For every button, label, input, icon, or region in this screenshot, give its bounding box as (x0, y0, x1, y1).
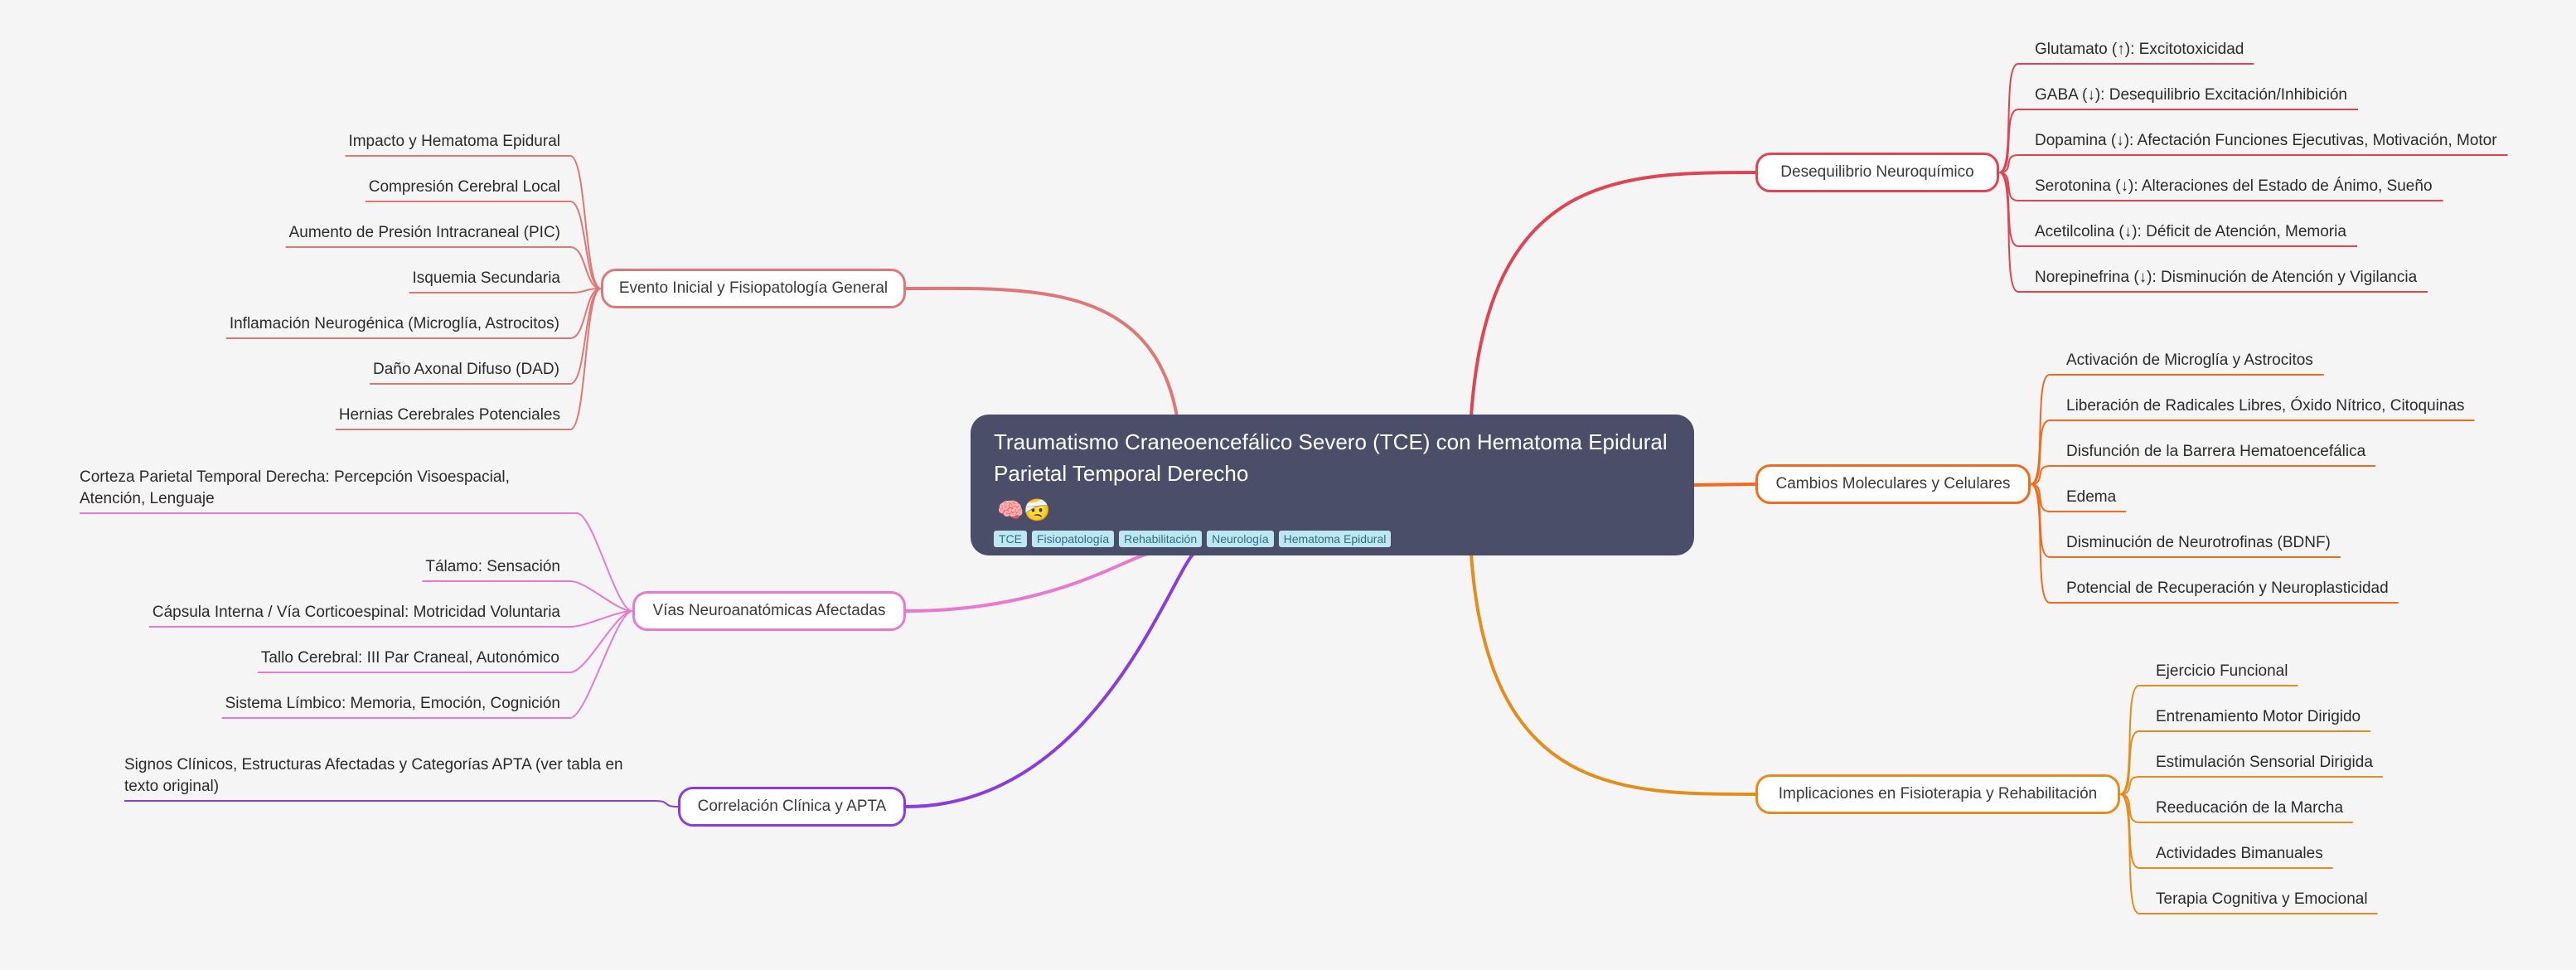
leaf-0-1[interactable]: Compresión Cerebral Local (368, 178, 560, 196)
leaf-2-0[interactable]: Signos Clínicos, Estructuras Afectadas y… (124, 756, 623, 795)
leaf-3-2[interactable]: Dopamina (↓): Afectación Funciones Ejecu… (2035, 132, 2497, 149)
leaf-1-2[interactable]: Cápsula Interna / Vía Corticoespinal: Mo… (152, 604, 560, 621)
leaf-connector-0-1 (569, 201, 602, 289)
leaf-connector-1-1 (569, 580, 633, 612)
leaf-1-4[interactable]: Sistema Límbico: Memoria, Emoción, Cogni… (225, 695, 560, 712)
tag-2[interactable]: Rehabilitación (1119, 531, 1203, 547)
leaf-connector-2-0 (654, 800, 679, 808)
leaf-5-5[interactable]: Terapia Cognitiva y Emocional (2156, 890, 2368, 908)
leaf-4-3[interactable]: Edema (2066, 488, 2117, 506)
root-node[interactable]: Traumatismo Craneoencefálico Severo (TCE… (971, 415, 1694, 555)
leaf-1-3[interactable]: Tallo Cerebral: III Par Craneal, Autonóm… (260, 649, 559, 667)
branch-connector-4 (1693, 483, 1756, 487)
leaf-4-5[interactable]: Potencial de Recuperación y Neuroplastic… (2066, 580, 2389, 597)
leaf-1-1[interactable]: Tálamo: Sensación (425, 558, 560, 575)
leaf-connector-1-4 (569, 610, 633, 719)
leaf-5-2[interactable]: Estimulación Sensorial Dirigida (2156, 754, 2373, 771)
branch-connector-0 (905, 286, 1179, 417)
branch-0[interactable]: Evento Inicial y Fisiopatología General (601, 269, 906, 308)
leaf-4-4[interactable]: Disminución de Neurotrofinas (BDNF) (2066, 534, 2331, 551)
branch-1[interactable]: Vías Neuroanatómicas Afectadas (632, 591, 906, 631)
leaf-0-6[interactable]: Hernias Cerebrales Potenciales (338, 406, 560, 424)
leaf-3-0[interactable]: Glutamato (↑): Excitotoxicidad (2035, 41, 2244, 58)
branch-2[interactable]: Correlación Clínica y APTA (678, 787, 906, 827)
leaf-connector-4-0 (2030, 374, 2051, 485)
leaf-1-0[interactable]: Corteza Parietal Temporal Derecha: Perce… (80, 468, 510, 507)
branch-connector-3 (1470, 171, 1756, 417)
leaf-connector-3-2 (1998, 154, 2019, 173)
branch-connector-2 (905, 552, 1195, 808)
tag-0[interactable]: TCE (994, 531, 1027, 547)
leaf-connector-1-0 (576, 512, 633, 612)
branch-connector-5 (1470, 553, 1756, 796)
leaf-0-5[interactable]: Daño Axonal Difuso (DAD) (373, 361, 559, 378)
leaf-connector-5-2 (2119, 776, 2140, 795)
leaf-connector-3-0 (1998, 63, 2019, 173)
branch-4[interactable]: Cambios Moleculares y Celulares (1755, 464, 2031, 504)
leaf-5-0[interactable]: Ejercicio Funcional (2156, 662, 2288, 680)
leaf-0-4[interactable]: Inflamación Neurogénica (Microglía, Astr… (229, 315, 559, 332)
leaf-4-2[interactable]: Disfunción de la Barrera Hematoencefálic… (2066, 443, 2366, 460)
leaf-3-4[interactable]: Acetilcolina (↓): Déficit de Atención, M… (2035, 223, 2346, 240)
branch-3[interactable]: Desequilibrio Neuroquímico (1755, 153, 1999, 192)
leaf-3-5[interactable]: Norepinefrina (↓): Disminución de Atenci… (2035, 269, 2418, 286)
leaf-4-1[interactable]: Liberación de Radicales Libres, Óxido Ní… (2066, 397, 2465, 415)
leaf-3-1[interactable]: GABA (↓): Desequilibrio Excitación/Inhib… (2035, 86, 2348, 104)
leaf-connector-0-2 (569, 246, 602, 289)
tag-3[interactable]: Neurología (1207, 531, 1274, 547)
leaf-connector-5-1 (2119, 730, 2140, 795)
tag-1[interactable]: Fisiopatología (1032, 531, 1115, 547)
leaf-connector-4-1 (2030, 420, 2051, 485)
leaf-connector-5-5 (2119, 793, 2140, 914)
leaf-connector-4-5 (2030, 483, 2051, 604)
leaf-0-0[interactable]: Impacto y Hematoma Epidural (348, 133, 560, 150)
leaf-connector-3-1 (1998, 109, 2019, 173)
leaf-5-1[interactable]: Entrenamiento Motor Dirigido (2156, 708, 2361, 725)
leaf-5-4[interactable]: Actividades Bimanuales (2156, 845, 2323, 862)
leaf-4-0[interactable]: Activación de Microglía y Astrocitos (2066, 352, 2313, 369)
leaf-5-3[interactable]: Reeducación de la Marcha (2156, 799, 2344, 817)
leaf-connector-0-6 (569, 288, 602, 430)
leaf-connector-3-5 (1998, 172, 2019, 293)
tag-4[interactable]: Hematoma Epidural (1278, 531, 1392, 547)
leaf-connector-1-2 (569, 610, 633, 628)
leaf-connector-5-0 (2119, 685, 2140, 795)
branch-connector-1 (905, 552, 1149, 613)
leaf-3-3[interactable]: Serotonina (↓): Alteraciones del Estado … (2035, 177, 2433, 195)
leaf-0-3[interactable]: Isquemia Secundaria (412, 269, 561, 287)
branch-5[interactable]: Implicaciones en Fisioterapia y Rehabili… (1755, 774, 2120, 814)
leaf-0-2[interactable]: Aumento de Presión Intracraneal (PIC) (288, 224, 560, 241)
leaf-connector-4-2 (2030, 465, 2051, 485)
root-title: Traumatismo Craneoencefálico Severo (TCE… (994, 429, 1668, 486)
brain-injury-emoji-icon: 🧠🤕 (997, 497, 1051, 522)
leaf-connector-0-0 (569, 155, 602, 289)
leaf-connector-1-3 (569, 610, 633, 673)
